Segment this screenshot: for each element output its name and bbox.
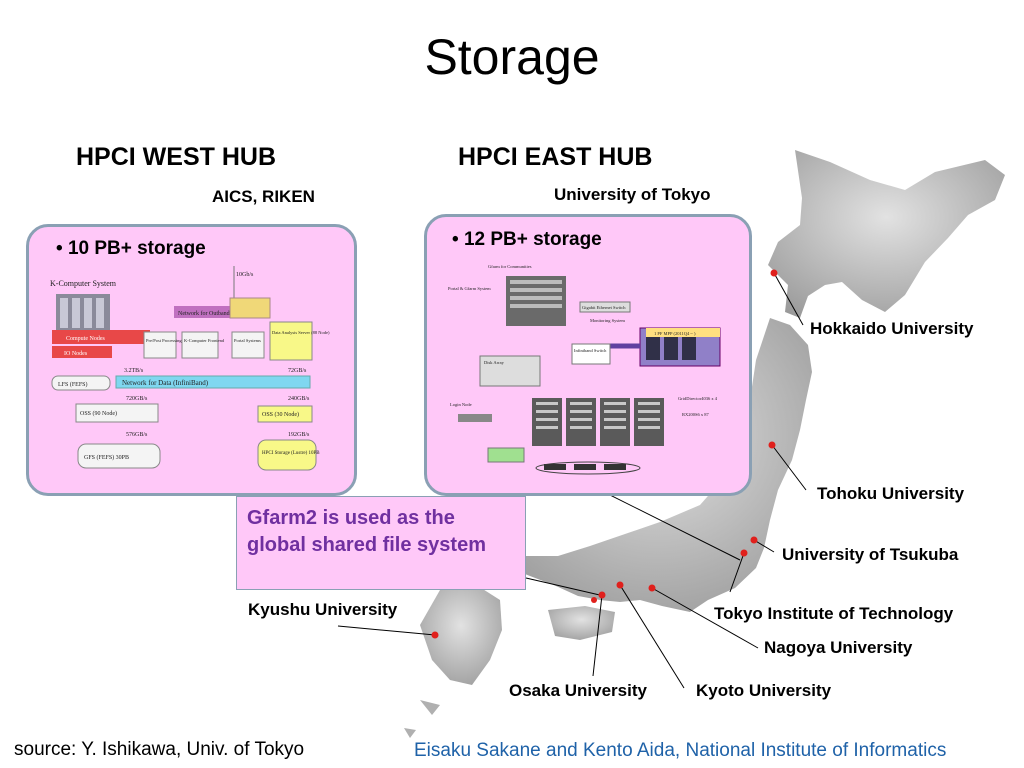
k-bw-192: 192GB/s <box>288 432 310 438</box>
k-oss-right-label: OSS (30 Node) <box>262 411 299 418</box>
map-kyushu <box>420 586 502 685</box>
t-label-gateway: Gigabit Ethernet Switch <box>582 305 626 310</box>
t-storage-racks <box>532 398 664 446</box>
t-ups <box>487 447 525 463</box>
k-lfs-box <box>51 375 111 391</box>
k-server-prepost <box>143 331 177 359</box>
marker-titech <box>740 549 748 557</box>
k-bw-240: 240GB/s <box>288 396 310 402</box>
t-label-grid: GridDirector4036 x 4 <box>678 396 718 401</box>
k-oss-right <box>257 405 313 423</box>
east-hub-site: University of Tokyo <box>554 185 711 204</box>
marker-tsukuba <box>750 536 758 544</box>
label-titech: Tokyo Institute of Technology <box>714 604 954 623</box>
university-markers <box>431 269 778 639</box>
marker-osaka2 <box>591 597 597 603</box>
k-bw-720: 720GB/s <box>126 396 148 402</box>
marker-kyushu <box>431 631 439 639</box>
k-bw-32: 3.2TB/s <box>124 368 144 374</box>
west-hub-bullet-text: 10 PB+ storage <box>67 238 206 259</box>
k-bw-576: 576GB/s <box>126 432 148 438</box>
label-osaka: Osaka University <box>509 681 647 700</box>
marker-nagoya <box>648 584 656 592</box>
t-servers-top <box>506 276 566 326</box>
k-io-nodes-box <box>52 346 112 358</box>
k-net-data-label: Network for Data (InfiniBand) <box>122 379 209 387</box>
label-tsukuba: University of Tsukuba <box>782 545 959 564</box>
label-hokkaido: Hokkaido University <box>810 319 974 338</box>
k-server-prepost-label: Pre/Post Processing Server <box>146 338 195 343</box>
k-gfs <box>77 443 161 469</box>
tokyo-system-diagram: Gfarm for Communities Portal & Gfarm Sys… <box>448 264 721 475</box>
k-io-nodes: IO Nodes <box>64 351 88 357</box>
label-tohoku: Tohoku University <box>817 484 965 503</box>
east-hub-heading: HPCI EAST HUB <box>458 143 653 171</box>
author-credit: Eisaku Sakane and Kento Aida, National I… <box>414 740 947 761</box>
k-net-data <box>115 375 311 389</box>
source-note: source: Y. Ishikawa, Univ. of Tokyo <box>14 739 305 760</box>
t-label-portal: Portal & Gfarm System <box>448 286 491 291</box>
west-hub-heading: HPCI WEST HUB <box>76 143 276 171</box>
slide-title: Storage <box>424 29 600 85</box>
west-hub-site: AICS, RIKEN <box>212 187 315 206</box>
t-label-storage: RX200S6 x 87 <box>682 412 710 417</box>
k-lfs: LFS (FEFS) <box>58 381 88 388</box>
marker-kyoto <box>616 581 624 589</box>
east-hub-bullet: • 12 PB+ storage <box>452 229 602 250</box>
k-bw-10: 10Gb/s <box>236 272 254 278</box>
label-kyoto: Kyoto University <box>696 681 832 700</box>
k-server-portal-label: Portal Systems <box>234 338 261 343</box>
t-label-mpp: 1 PF MPP (2011Q4 ~ ) <box>654 331 696 336</box>
k-system-title: K-Computer System <box>50 279 117 288</box>
t-label-infiniband: Infiniband Switch <box>574 348 607 353</box>
t-infiniband <box>571 343 611 365</box>
west-hub-bullet: • 10 PB+ storage <box>56 238 206 259</box>
k-bw-72: 72GB/s <box>288 368 307 374</box>
k-compute-nodes-box <box>52 330 150 344</box>
map-honshu <box>505 318 812 612</box>
t-label-monitor: Monitoring System <box>590 318 625 323</box>
t-label-gfarm: Gfarm for Communities <box>488 264 532 269</box>
k-computer-diagram: K-Computer System Compute Nodes IO Nodes… <box>50 266 330 471</box>
label-kyushu: Kyushu University <box>248 600 398 619</box>
k-compute-nodes: Compute Nodes <box>66 336 105 342</box>
k-oss-left <box>75 403 159 423</box>
k-server-kfront <box>181 331 219 359</box>
t-label-disk: Disk Array <box>484 360 505 365</box>
k-net-outband-label: Network for Outband <box>178 310 230 317</box>
marker-hokkaido <box>770 269 778 277</box>
t-login-node <box>458 414 492 422</box>
t-disk-array <box>479 355 541 387</box>
t-label-login: Login Node <box>450 402 472 407</box>
label-nagoya: Nagoya University <box>764 638 913 657</box>
marker-tohoku <box>768 441 776 449</box>
t-gigabit-switch <box>579 301 631 313</box>
k-hpci-storage <box>257 439 317 471</box>
k-server-portal <box>231 331 265 359</box>
k-server-kfront-label: K-Computer Frontend <box>184 338 225 343</box>
map-hokkaido <box>768 150 1005 318</box>
map-shikoku <box>548 606 615 640</box>
k-server-analysis-label: Data Analysis Server (88 Node) <box>272 330 330 335</box>
k-gfs-label: GFS (FEFS) 30PB <box>84 454 129 461</box>
east-hub-bullet-text: 12 PB+ storage <box>463 229 602 250</box>
t-network-ellipse <box>535 461 641 475</box>
k-server-analysis <box>269 321 313 361</box>
gfarm-callout: Gfarm2 is used as the global shared file… <box>236 496 526 590</box>
k-hpci-storage-label: HPCI Storage (Lustre) 10PB <box>262 451 320 456</box>
marker-osaka <box>598 591 606 599</box>
map-islands <box>404 700 440 738</box>
k-oss-left-label: OSS (90 Node) <box>80 410 117 417</box>
